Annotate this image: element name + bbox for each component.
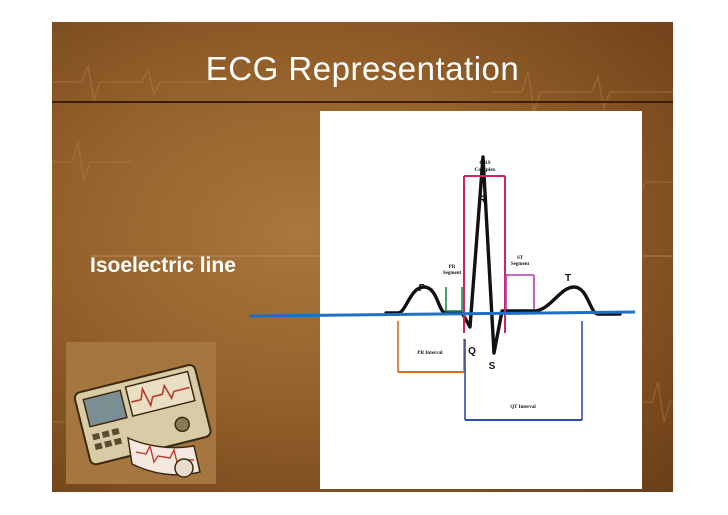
s-wave-label: S [489, 361, 496, 372]
q-wave-label: Q [468, 346, 476, 357]
ecg-waveform [384, 155, 622, 355]
st-segment-bracket [505, 274, 535, 309]
title-underline [52, 101, 673, 103]
pr-interval-bracket [397, 321, 465, 373]
t-wave-label: T [565, 273, 571, 284]
qt-interval-label: QT Interval [510, 405, 536, 410]
isoelectric-line [248, 310, 636, 318]
isoelectric-line-label: Isoelectric line [90, 254, 236, 277]
qrs-complex-bracket [463, 175, 506, 333]
pr-segment-bracket [445, 287, 463, 312]
pr-interval-label: PR Interval [417, 351, 443, 356]
ecg-machine-clipart [66, 342, 216, 484]
r-wave-label: R [478, 194, 486, 206]
p-wave-label: P [419, 283, 426, 294]
qt-interval-bracket [464, 321, 583, 421]
slide-title: ECG Representation [205, 50, 520, 87]
